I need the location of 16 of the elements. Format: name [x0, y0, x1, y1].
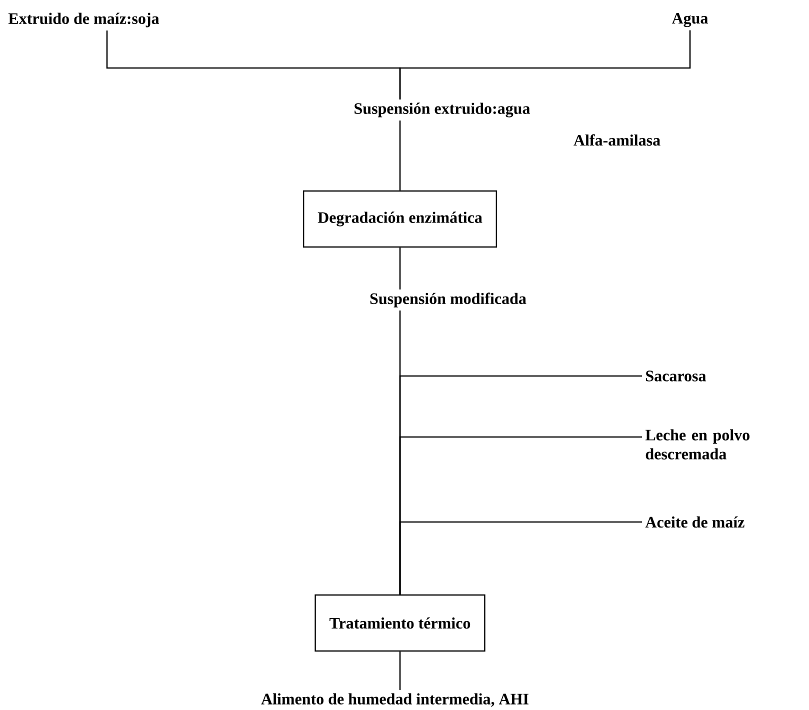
process-box: Degradación enzimática [302, 190, 498, 248]
connector-line [399, 30, 691, 100]
stream-label: Suspensión extruido:agua [354, 102, 530, 118]
stream-label: Leche en polvo descremada [645, 429, 750, 460]
stream-label: Extruido de maíz:soja [8, 12, 160, 28]
stream-label: Agua [672, 12, 708, 28]
stream-label: Alimento de humedad intermedia, AHI [261, 693, 528, 707]
connector-line [399, 248, 401, 290]
connector-line [399, 652, 401, 690]
stream-label: Sacarosa [646, 370, 706, 382]
connector-line [399, 120, 401, 190]
stream-label: Suspensión modificada [370, 292, 526, 308]
stream-label: Aceite de maíz [645, 516, 744, 528]
process-box: Tratamiento térmico [314, 594, 486, 652]
stream-label: Alfa-amilasa [574, 134, 660, 146]
connector-line [399, 521, 642, 594]
